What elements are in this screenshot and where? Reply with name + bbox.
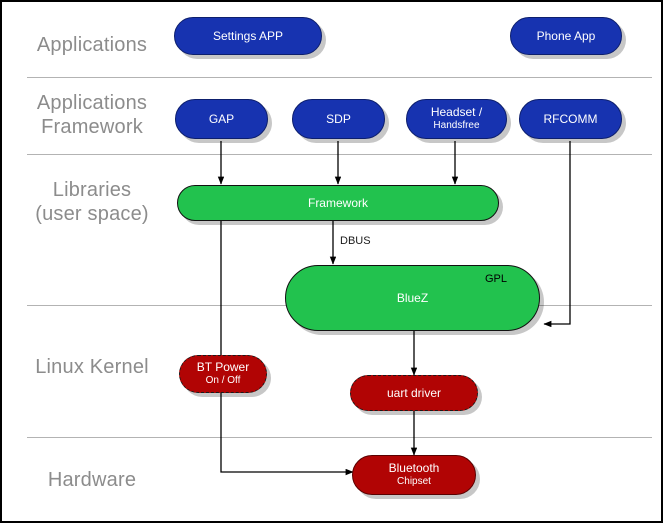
node-bluetooth-chipset-sublabel: Chipset (397, 476, 431, 487)
layer-divider-linux-kernel (27, 437, 652, 438)
layer-label-applications-framework: Applications Framework (36, 92, 148, 138)
node-uart-driver[interactable]: uart driver (350, 375, 478, 411)
node-bluez-label: BlueZ (396, 291, 429, 305)
node-handsfree-label: Handsfree (433, 120, 480, 131)
node-bluetooth-chipset-label: Bluetooth (388, 461, 440, 475)
edge-label-dbus: DBUS (340, 235, 371, 247)
node-sdp-label: SDP (326, 112, 351, 126)
node-gap[interactable]: GAP (175, 99, 268, 139)
node-framework[interactable]: Framework (177, 185, 499, 221)
node-phone-app-label: Phone App (536, 29, 596, 43)
node-bluetooth-chipset[interactable]: Bluetooth Chipset (352, 455, 476, 495)
node-bt-power-label: BT Power (196, 360, 250, 374)
layer-divider-applications-framework (27, 154, 652, 155)
node-bluez-gpl-tag: GPL (485, 273, 508, 285)
node-framework-label: Framework (307, 196, 368, 210)
layer-label-hardware: Hardware (47, 469, 137, 491)
node-settings-app[interactable]: Settings APP (174, 17, 322, 55)
node-headset-handsfree[interactable]: Headset / Handsfree (406, 99, 507, 139)
layer-divider-applications (27, 77, 652, 78)
node-headset-label: Headset / (430, 105, 483, 119)
node-sdp[interactable]: SDP (292, 99, 385, 139)
node-bt-power-sublabel: On / Off (205, 375, 241, 386)
layer-label-applications: Applications (36, 34, 148, 56)
layer-label-linux-kernel: Linux Kernel (35, 356, 149, 378)
wire-gap-to-bluetooth-chipset (220, 220, 354, 476)
node-bt-power[interactable]: BT Power On / Off (179, 355, 267, 393)
node-rfcomm-label: RFCOMM (543, 112, 598, 126)
node-settings-app-label: Settings APP (212, 29, 284, 43)
node-uart-driver-label: uart driver (386, 386, 442, 400)
node-gap-label: GAP (208, 112, 235, 126)
node-rfcomm[interactable]: RFCOMM (519, 99, 622, 139)
layer-label-libraries: Libraries (user space) (35, 179, 149, 225)
node-phone-app[interactable]: Phone App (510, 17, 622, 55)
wire-rfcomm-to-bluez (543, 141, 571, 328)
